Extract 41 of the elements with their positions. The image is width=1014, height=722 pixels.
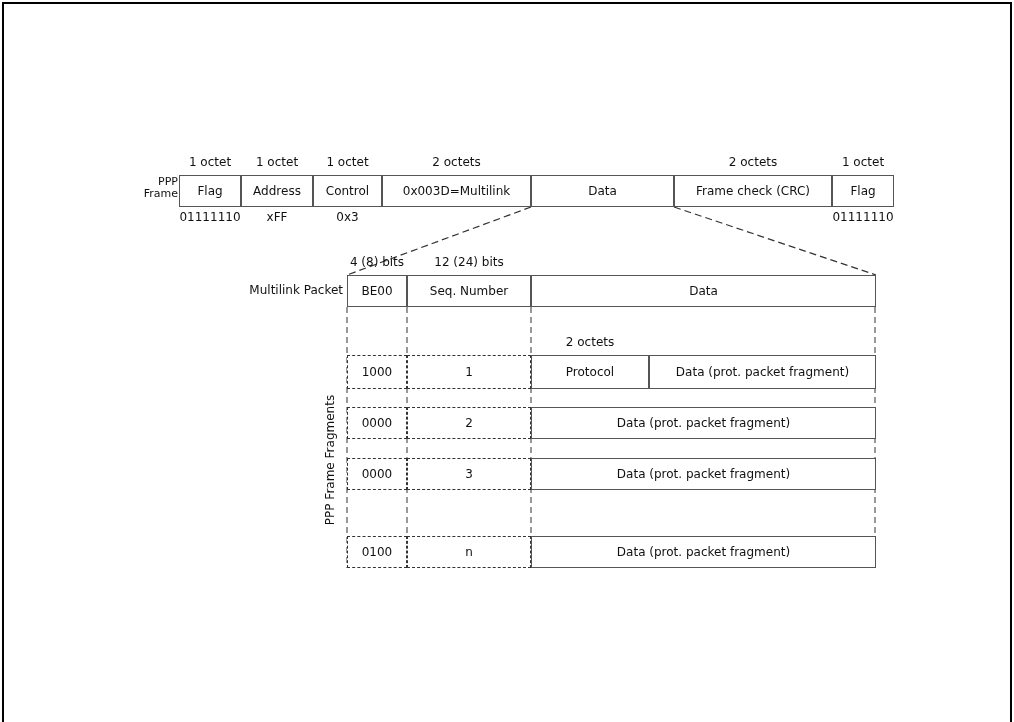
field-cell: n bbox=[407, 536, 531, 568]
rotated-label: PPP Frame Fragments bbox=[323, 393, 337, 528]
value-label: 01111110 bbox=[179, 210, 241, 224]
field-cell: Control bbox=[313, 175, 382, 207]
field-cell: Flag bbox=[832, 175, 894, 207]
field-cell: Flag bbox=[179, 175, 241, 207]
packet-heading: Multilink Packet bbox=[248, 283, 343, 297]
field-cell: Data bbox=[531, 175, 674, 207]
size-label: 2 octets bbox=[727, 155, 779, 169]
field-cell: Data (prot. packet fragment) bbox=[531, 458, 876, 490]
field-cell: Protocol bbox=[531, 355, 649, 389]
field-cell: 2 bbox=[407, 407, 531, 439]
size-label: 2 octets bbox=[431, 155, 482, 169]
size-label: 1 octet bbox=[254, 155, 300, 169]
value-label: 01111110 bbox=[832, 210, 894, 224]
frame-heading: PPP Frame bbox=[142, 176, 178, 200]
field-cell: Address bbox=[241, 175, 313, 207]
field-cell: BE00 bbox=[347, 275, 407, 307]
field-cell: 3 bbox=[407, 458, 531, 490]
field-cell: 0000 bbox=[347, 407, 407, 439]
field-cell: Data bbox=[531, 275, 876, 307]
expansion-line bbox=[673, 206, 877, 276]
size-label: 1 octet bbox=[325, 155, 370, 169]
field-cell: Seq. Number bbox=[407, 275, 531, 307]
size-label: 1 octet bbox=[187, 155, 233, 169]
value-label: xFF bbox=[265, 210, 289, 224]
size-label: 2 octets bbox=[564, 335, 616, 349]
expansion-line bbox=[346, 206, 532, 276]
field-cell: Data (prot. packet fragment) bbox=[531, 536, 876, 568]
field-cell: 1000 bbox=[347, 355, 407, 389]
size-label: 4 (8) bits bbox=[348, 255, 406, 269]
field-cell: 0000 bbox=[347, 458, 407, 490]
field-cell: 0x003D=Multilink bbox=[382, 175, 531, 207]
field-cell: Frame check (CRC) bbox=[674, 175, 832, 207]
size-label: 1 octet bbox=[840, 155, 886, 169]
field-cell: Data (prot. packet fragment) bbox=[531, 407, 876, 439]
size-label: 12 (24) bits bbox=[433, 255, 505, 269]
field-cell: 0100 bbox=[347, 536, 407, 568]
value-label: 0x3 bbox=[335, 210, 360, 224]
field-cell: 1 bbox=[407, 355, 531, 389]
field-cell: Data (prot. packet fragment) bbox=[649, 355, 876, 389]
